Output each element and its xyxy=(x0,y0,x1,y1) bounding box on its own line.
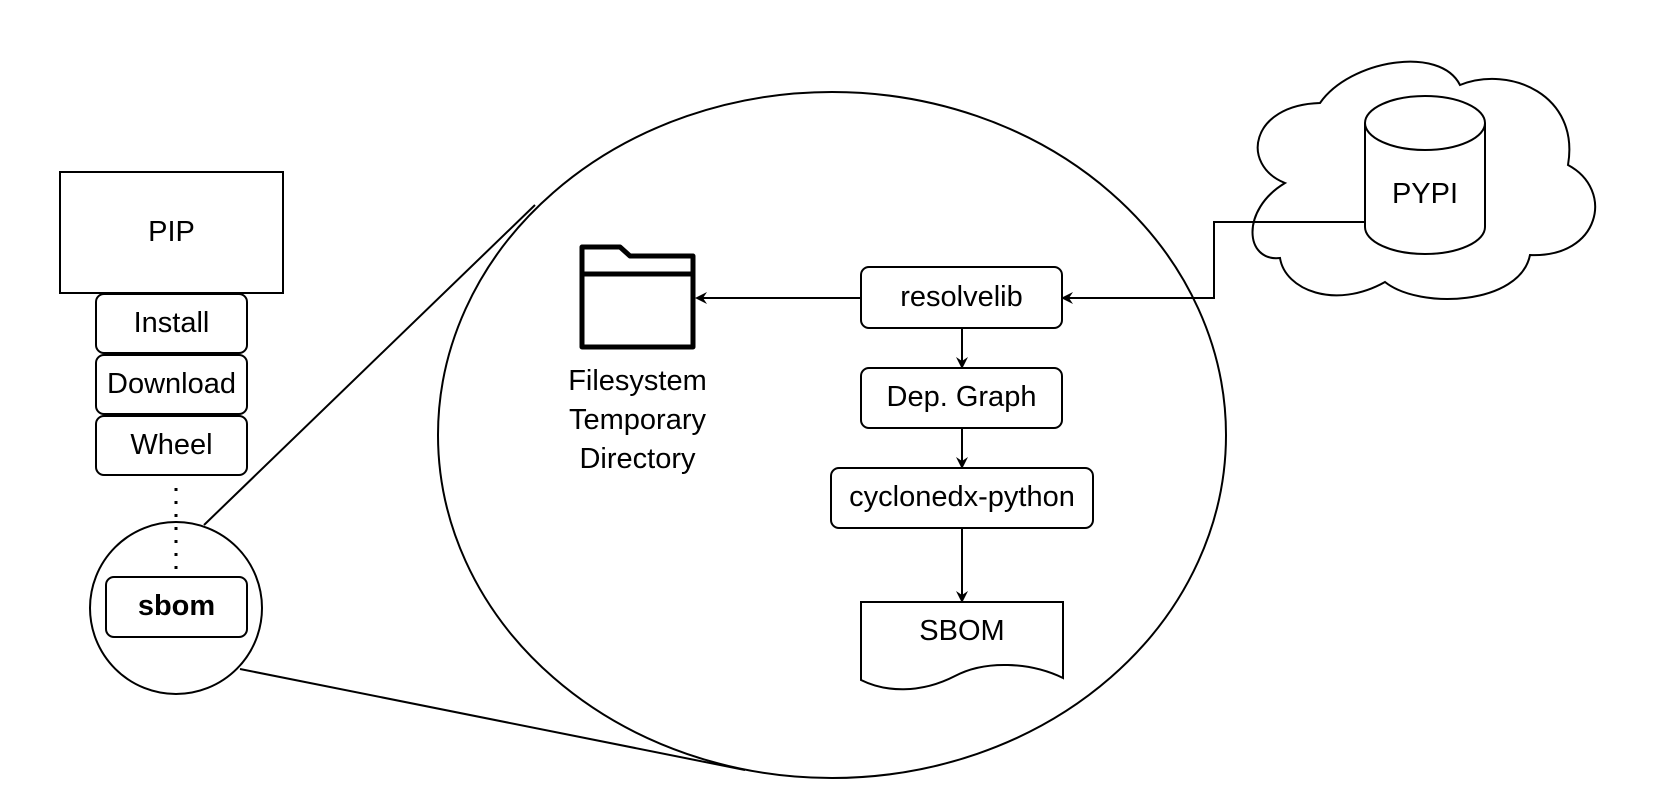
pip-box xyxy=(59,171,284,294)
zoom-connector-lower xyxy=(239,668,746,771)
filesystem-label-line-3: Directory xyxy=(579,443,696,475)
sbom-command-box xyxy=(105,576,248,638)
download-command-box xyxy=(95,354,248,415)
filesystem-label: Filesystem Temporary Directory xyxy=(530,362,745,479)
pypi-label: PYPI xyxy=(1391,178,1459,211)
download-command-label: Download xyxy=(107,367,236,400)
install-command-box xyxy=(95,293,248,354)
sbom-zoom-circle xyxy=(89,521,263,695)
install-command-label: Install xyxy=(133,306,210,339)
zoom-connector-upper xyxy=(203,204,536,526)
cyclonedx-python-box xyxy=(830,467,1094,529)
pip-title: PIP xyxy=(148,215,195,248)
folder-icon xyxy=(579,244,696,350)
cyclonedx-python-label: cyclonedx-python xyxy=(849,481,1075,514)
resolvelib-box xyxy=(860,266,1063,329)
resolvelib-label: resolvelib xyxy=(900,280,1023,313)
sbom-command-label: sbom xyxy=(137,590,216,623)
pypi-to-resolvelib-connector xyxy=(1061,221,1365,304)
dependency-graph-label: Dep. Graph xyxy=(886,381,1037,414)
wheel-command-label: Wheel xyxy=(130,428,213,461)
sbom-document-shape xyxy=(860,601,1064,691)
wheel-command-box xyxy=(95,415,248,476)
sbom-output-label: SBOM xyxy=(919,615,1005,648)
database-icon xyxy=(1364,95,1486,255)
filesystem-label-line-1: Filesystem xyxy=(568,365,707,397)
dependency-graph-box xyxy=(860,367,1063,429)
filesystem-label-line-2: Temporary xyxy=(569,404,706,436)
zoom-ellipse xyxy=(437,91,1227,779)
